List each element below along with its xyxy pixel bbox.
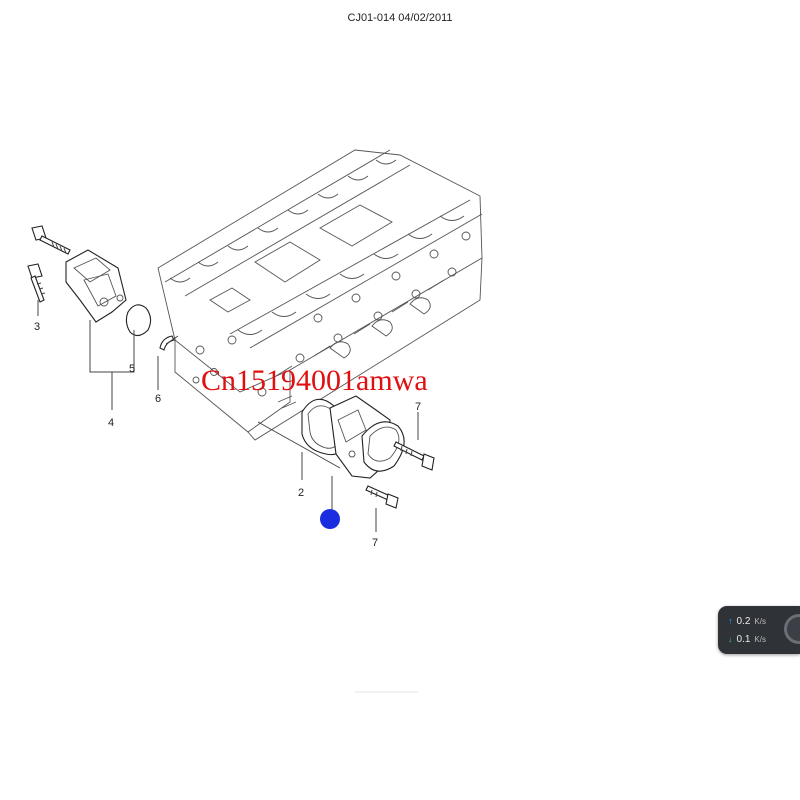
download-speed-unit: K/s [754, 635, 766, 644]
upload-speed-value: 0.2 [736, 616, 751, 627]
left-housing-assembly [27, 225, 179, 410]
bolt-7-lower [365, 485, 399, 509]
bolt-upper-left [31, 225, 71, 255]
callout-5: 5 [129, 363, 135, 375]
thermostat-housing-4 [65, 249, 127, 323]
marker-dot [320, 509, 340, 529]
callout-7-lower: 7 [372, 537, 378, 549]
coolant-outlet-housing [329, 395, 405, 479]
watermark-text: Cn15194001amwa [201, 364, 428, 397]
callout-7-upper: 7 [415, 401, 421, 413]
download-speed-value: 0.1 [736, 634, 751, 645]
callout-6: 6 [155, 393, 161, 405]
download-arrow-icon: ↓ [728, 634, 733, 644]
seal-5 [125, 304, 152, 337]
right-outlet-assembly [257, 395, 435, 532]
upload-speed-unit: K/s [754, 617, 766, 626]
upload-arrow-icon: ↑ [728, 616, 733, 626]
document-header: CJ01-014 04/02/2011 [347, 12, 453, 24]
cylinder-head [157, 149, 483, 441]
speed-ring-icon [784, 614, 800, 644]
callout-4: 4 [108, 417, 114, 429]
bolt-3 [27, 263, 46, 303]
callout-3: 3 [34, 321, 40, 333]
callout-2: 2 [298, 487, 304, 499]
bolt-7-upper [393, 441, 435, 471]
